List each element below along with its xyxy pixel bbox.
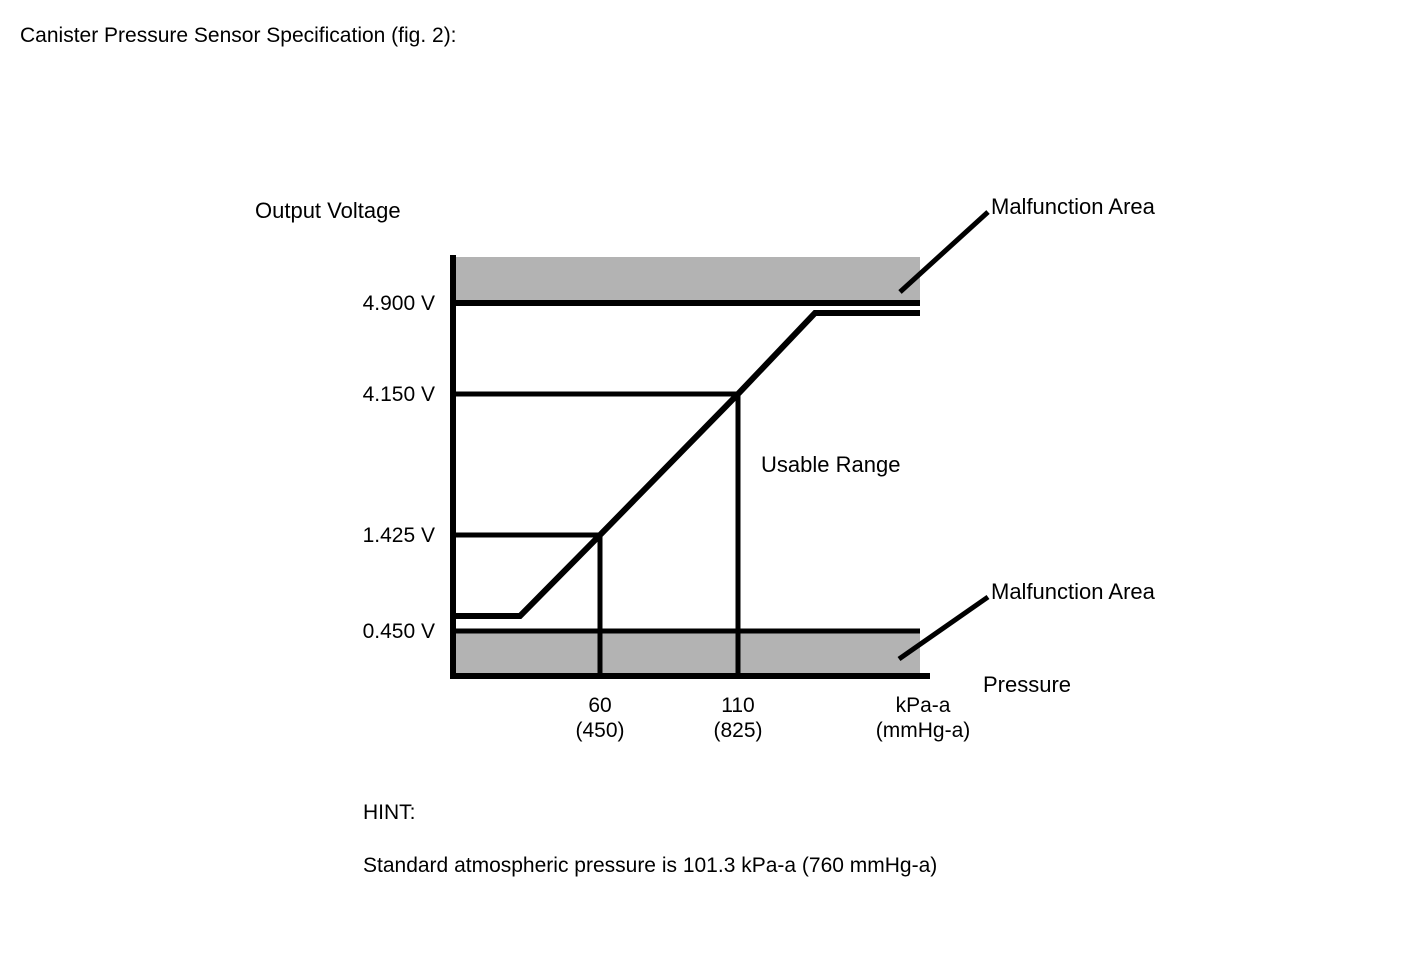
malfunction-area-label-top: Malfunction Area — [991, 194, 1155, 219]
sensor-output-curve — [453, 310, 920, 619]
y-tick-label-4150v: 4.150 V — [362, 383, 435, 406]
y-tick-label-0450v: 0.450 V — [362, 620, 435, 643]
malfunction-band-top — [453, 257, 920, 302]
x-tick-label-110kpa: 110 (825) — [658, 693, 818, 743]
x-axis-unit-label: kPa-a (mmHg-a) — [843, 693, 1003, 743]
x-axis-title: Pressure — [983, 672, 1072, 697]
hint-text: Standard atmospheric pressure is 101.3 k… — [363, 854, 938, 877]
usable-range-label: Usable Range — [761, 452, 901, 477]
page-title: Canister Pressure Sensor Specification (… — [20, 24, 457, 47]
x-tick-secondary-450: (450) — [575, 719, 625, 742]
x-tick-label-60kpa: 60 (450) — [520, 693, 680, 743]
y-tick-label-1425v: 1.425 V — [362, 524, 435, 547]
x-tick-primary-110: 110 — [721, 694, 755, 717]
leader-line-malfunction-top — [898, 210, 990, 294]
malfunction-band-bottom — [453, 631, 920, 676]
leader-line-malfunction-bottom — [897, 594, 990, 662]
x-tick-primary-60: 60 — [588, 694, 612, 717]
x-unit-primary: kPa-a — [895, 694, 951, 717]
x-unit-secondary: (mmHg-a) — [875, 719, 971, 742]
malfunction-area-label-bottom: Malfunction Area — [991, 579, 1155, 604]
hint-heading: HINT: — [363, 801, 416, 824]
x-tick-secondary-825: (825) — [713, 719, 763, 742]
y-tick-label-4900v: 4.900 V — [362, 292, 435, 315]
hint-block: HINT: Standard atmospheric pressure is 1… — [363, 800, 937, 879]
y-axis-title: Output Voltage — [255, 198, 401, 223]
